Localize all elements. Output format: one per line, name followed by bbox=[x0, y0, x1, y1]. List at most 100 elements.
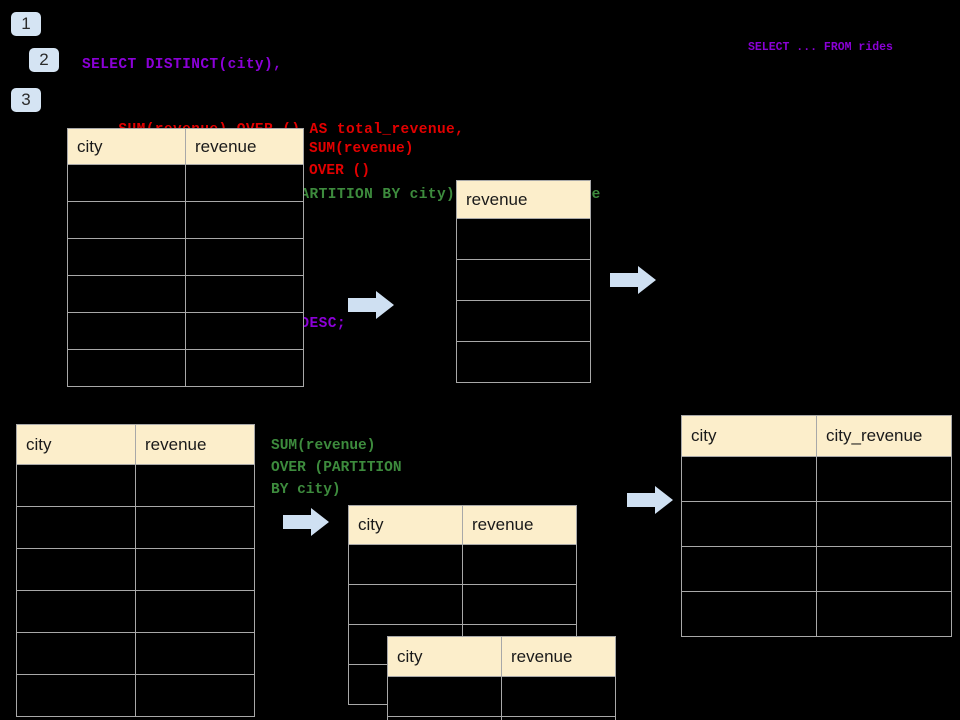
table-row bbox=[681, 501, 952, 547]
cell-city-revenue bbox=[816, 591, 952, 637]
cell-revenue bbox=[501, 716, 616, 720]
table-row bbox=[387, 716, 616, 720]
annotation-sum-over-empty: SUM(revenue) OVER () bbox=[309, 141, 414, 179]
arrow-source-to-total bbox=[348, 291, 394, 319]
cell-city bbox=[16, 506, 136, 549]
partition-group-table-back: city revenue bbox=[348, 505, 577, 705]
cell-city bbox=[681, 501, 817, 547]
cell-city bbox=[67, 201, 186, 239]
table-header-row: city revenue bbox=[67, 128, 304, 165]
column-header-city-revenue: city_revenue bbox=[816, 415, 952, 457]
cell-revenue bbox=[456, 259, 591, 301]
cell-city bbox=[681, 456, 817, 502]
arrow-source-to-partition bbox=[283, 508, 329, 536]
table-row bbox=[456, 218, 591, 260]
side-note-select-from-rides: SELECT ... FROM rides bbox=[748, 41, 893, 54]
cell-city bbox=[387, 676, 502, 717]
table-row bbox=[348, 584, 577, 625]
cell-revenue bbox=[456, 341, 591, 383]
table-row bbox=[67, 238, 304, 276]
cell-revenue bbox=[456, 218, 591, 260]
cell-city bbox=[67, 164, 186, 202]
table-row bbox=[456, 300, 591, 342]
column-header-city: city bbox=[387, 636, 502, 677]
cell-revenue bbox=[185, 238, 304, 276]
table-header-row: city revenue bbox=[387, 636, 616, 677]
cell-city-revenue bbox=[816, 546, 952, 592]
table-row bbox=[16, 464, 255, 507]
table-row bbox=[456, 259, 591, 301]
cell-city bbox=[348, 544, 463, 585]
cell-city bbox=[16, 548, 136, 591]
annotation-sum-over-partition: SUM(revenue) OVER (PARTITION BY city) bbox=[271, 438, 402, 498]
cell-revenue bbox=[135, 506, 255, 549]
step-badge-3: 3 bbox=[11, 88, 41, 112]
cell-revenue bbox=[135, 632, 255, 675]
cell-revenue bbox=[135, 548, 255, 591]
cell-city bbox=[681, 591, 817, 637]
table-row bbox=[16, 590, 255, 633]
total-revenue-table: revenue bbox=[456, 180, 591, 383]
column-header-revenue: revenue bbox=[185, 128, 304, 165]
table-row bbox=[16, 632, 255, 675]
table-row bbox=[16, 674, 255, 717]
table-row bbox=[67, 275, 304, 313]
cell-city bbox=[16, 590, 136, 633]
cell-revenue bbox=[185, 349, 304, 387]
table-header-row: city revenue bbox=[16, 424, 255, 465]
column-header-revenue: revenue bbox=[456, 180, 591, 219]
cell-revenue bbox=[135, 674, 255, 717]
cell-city-revenue bbox=[816, 501, 952, 547]
cell-revenue bbox=[185, 164, 304, 202]
step-badge-2: 2 bbox=[29, 48, 59, 72]
cell-revenue bbox=[456, 300, 591, 342]
cell-revenue bbox=[185, 275, 304, 313]
rides-source-table-top: city revenue bbox=[67, 128, 304, 387]
cell-revenue bbox=[135, 590, 255, 633]
cell-revenue bbox=[135, 464, 255, 507]
table-row bbox=[681, 546, 952, 592]
table-header-row: city revenue bbox=[348, 505, 577, 545]
cell-city bbox=[16, 464, 136, 507]
table-row bbox=[16, 506, 255, 549]
cell-city bbox=[348, 584, 463, 625]
table-row bbox=[67, 164, 304, 202]
rides-source-table-bottom: city revenue bbox=[16, 424, 255, 717]
table-row bbox=[681, 456, 952, 502]
table-header-row: revenue bbox=[456, 180, 591, 219]
cell-city bbox=[387, 716, 502, 720]
column-header-city: city bbox=[67, 128, 186, 165]
arrow-partition-to-result bbox=[627, 486, 673, 514]
column-header-city: city bbox=[681, 415, 817, 457]
table-header-row: city city_revenue bbox=[681, 415, 952, 457]
table-row bbox=[348, 544, 577, 585]
column-header-city: city bbox=[348, 505, 463, 545]
table-row bbox=[16, 548, 255, 591]
cell-city-revenue bbox=[816, 456, 952, 502]
table-row bbox=[456, 341, 591, 383]
partition-group-table-front: city revenue bbox=[387, 636, 616, 720]
table-row bbox=[67, 312, 304, 350]
column-header-city: city bbox=[16, 424, 136, 465]
cell-city bbox=[16, 674, 136, 717]
cell-city bbox=[67, 349, 186, 387]
cell-city bbox=[67, 312, 186, 350]
arrow-total-to-result bbox=[610, 266, 656, 294]
final-result-table: city city_revenue bbox=[681, 415, 952, 637]
table-row bbox=[387, 676, 616, 717]
cell-revenue bbox=[462, 544, 577, 585]
cell-city bbox=[16, 632, 136, 675]
column-header-revenue: revenue bbox=[501, 636, 616, 677]
column-header-revenue: revenue bbox=[135, 424, 255, 465]
column-header-revenue: revenue bbox=[462, 505, 577, 545]
cell-city bbox=[681, 546, 817, 592]
cell-revenue bbox=[462, 584, 577, 625]
cell-revenue bbox=[501, 676, 616, 717]
cell-city bbox=[67, 275, 186, 313]
table-row bbox=[681, 591, 952, 637]
cell-city bbox=[67, 238, 186, 276]
table-row bbox=[67, 201, 304, 239]
cell-revenue bbox=[185, 201, 304, 239]
table-row bbox=[67, 349, 304, 387]
cell-revenue bbox=[185, 312, 304, 350]
